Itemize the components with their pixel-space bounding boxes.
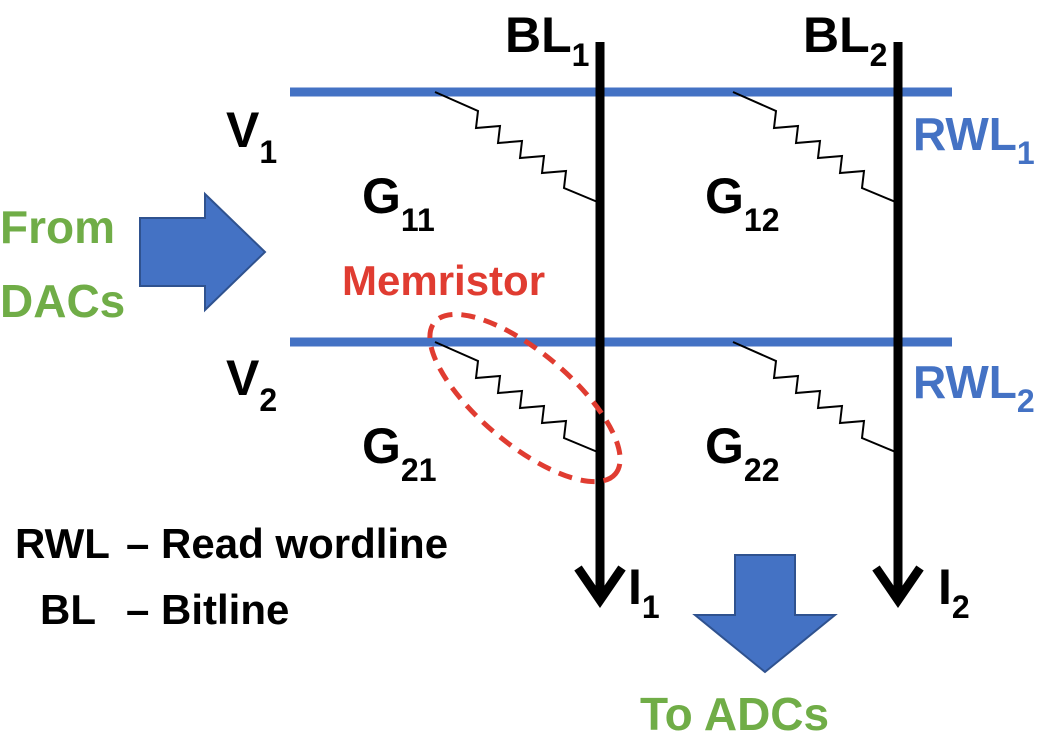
legend-bl-desc: – Bitline [126,586,289,633]
memristor-g11 [434,91,601,204]
legend-bl-abbr: BL [40,586,96,633]
conductance-g11-label: G11 [362,168,435,238]
legend-rwl-abbr: RWL [15,520,110,567]
bitline-2-label: BL2 [803,7,887,73]
bitline-1-label: BL1 [505,7,589,73]
memristor-g21 [434,341,601,454]
input-arrow [139,191,267,313]
memristor-g12 [732,91,899,204]
voltage-2-label: V2 [226,350,277,418]
input-label-line1: From [0,201,115,253]
current-1-label: I1 [628,559,660,625]
wordline-1-label: RWL1 [913,108,1035,171]
output-label: To ADCs [640,688,829,740]
current-2-label: I2 [938,559,970,625]
input-label-line2: DACs [0,275,125,327]
conductance-g22-label: G22 [705,418,780,488]
memristor-label: Memristor [342,257,545,304]
conductance-g12-label: G12 [705,168,780,238]
memristor-highlight [427,311,623,485]
bitline-2-arrowhead [872,565,924,608]
memristor-g22 [732,341,899,454]
output-arrow [692,554,838,674]
conductance-g21-label: G21 [362,418,437,488]
wordline-2-label: RWL2 [913,356,1035,419]
legend-rwl-desc: – Read wordline [126,520,448,567]
voltage-1-label: V1 [226,102,277,170]
bitline-1-arrowhead [574,565,626,608]
